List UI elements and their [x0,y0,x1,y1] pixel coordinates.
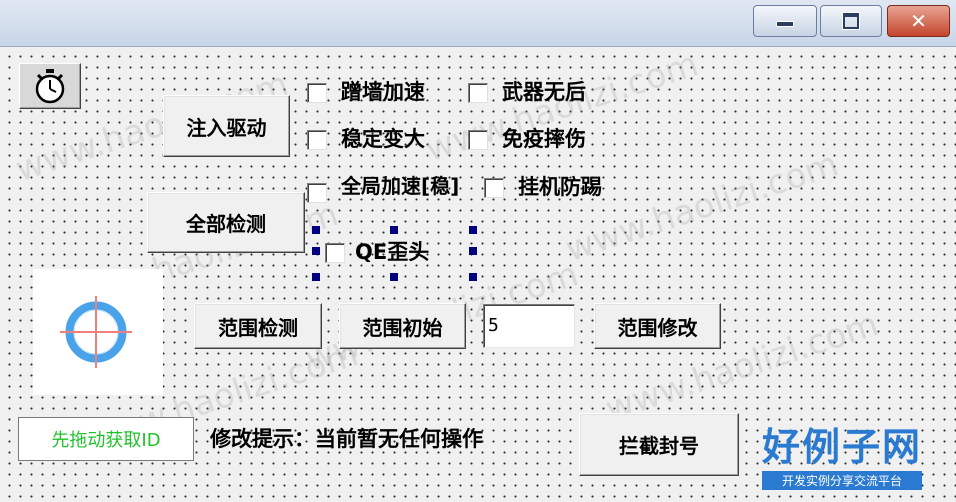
minimize-icon [776,21,794,27]
inject-driver-button[interactable]: 注入驱动 [163,95,290,157]
restore-icon [842,12,860,30]
checkbox-label: 免疫摔伤 [502,127,586,151]
minimize-button[interactable] [753,5,817,37]
stopwatch-button[interactable] [19,63,81,109]
id-label[interactable]: 先拖动获取ID [18,417,194,461]
wall-speed-checkbox[interactable]: 蹭墙加速 [307,80,425,104]
checkbox-box[interactable] [468,130,488,150]
stable-enlarge-checkbox[interactable]: 稳定变大 [307,127,425,151]
selection-handle[interactable] [469,226,477,234]
checkbox-label: 武器无后 [502,80,586,104]
selection-handle[interactable] [390,226,398,234]
weapon-no-recoil-checkbox[interactable]: 武器无后 [468,80,586,104]
selection-handle[interactable] [312,247,320,255]
checkbox-label: 挂机防踢 [518,175,602,199]
block-ban-button[interactable]: 拦截封号 [579,413,739,476]
close-button[interactable]: ✕ [887,5,950,37]
checkbox-label: 蹭墙加速 [341,80,425,104]
checkbox-box[interactable] [307,130,327,150]
checkbox-label: QE歪头 [355,240,430,264]
range-modify-button[interactable]: 范围修改 [594,303,721,349]
checkbox-box[interactable] [484,178,504,198]
selection-handle[interactable] [312,226,320,234]
checkbox-box[interactable] [468,83,488,103]
watermark-url: www.haolizi.com [420,44,704,170]
stopwatch-icon [35,69,65,104]
selection-handle[interactable] [469,273,477,281]
watermark-url: www.haolizi.com [560,144,844,270]
crosshair-icon [60,296,132,368]
no-fall-damage-checkbox[interactable]: 免疫摔伤 [468,127,586,151]
title-bar: ✕ [0,0,956,47]
form-canvas: www.haolizi.com www.haolizi.com www.haol… [0,44,956,502]
watermark-logo: 好例子网 开发实例分享交流平台 [762,425,922,490]
selection-handle[interactable] [312,273,320,281]
crosshair-picture[interactable] [33,269,163,395]
watermark-subtitle: 开发实例分享交流平台 [762,471,922,490]
checkbox-box[interactable] [307,83,327,103]
close-icon: ✕ [910,9,927,33]
range-value-input[interactable]: 5 [483,304,575,348]
watermark-title: 好例子网 [762,424,923,469]
qe-tilt-checkbox[interactable]: QE歪头 [325,240,429,264]
global-speed-checkbox[interactable]: 全局加速[稳] [307,175,467,203]
checkbox-label: 全局加速[稳] [341,174,460,198]
detect-all-button[interactable]: 全部检测 [147,192,305,253]
hint-text: 修改提示：当前暂无任何操作 [210,427,483,451]
selection-handle[interactable] [469,247,477,255]
restore-button[interactable] [820,5,882,37]
range-detect-button[interactable]: 范围检测 [194,303,322,349]
checkbox-label: 稳定变大 [341,127,425,151]
checkbox-box[interactable] [325,243,345,263]
selection-handle[interactable] [390,273,398,281]
afk-anti-kick-checkbox[interactable]: 挂机防踢 [484,175,602,199]
range-init-button[interactable]: 范围初始 [339,303,466,349]
checkbox-box[interactable] [307,183,327,203]
